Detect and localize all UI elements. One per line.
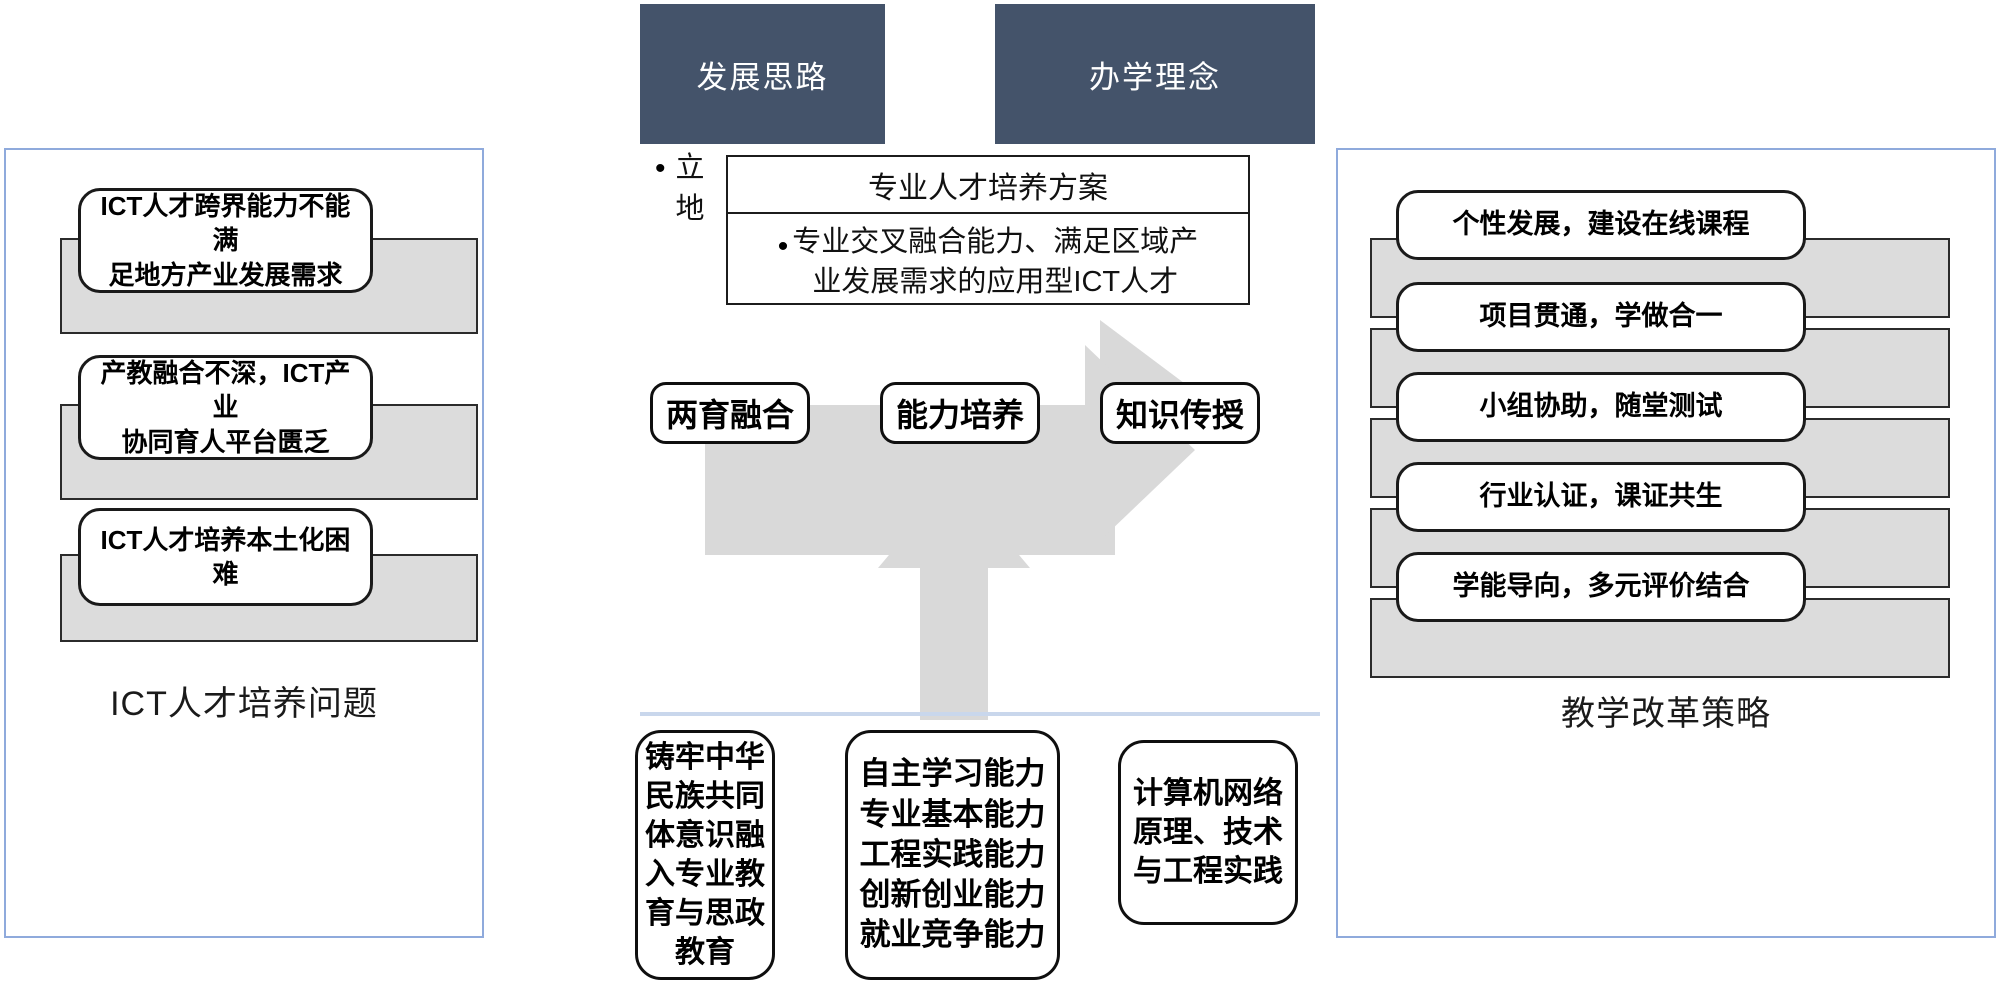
right-strategy-pill-4[interactable]: 行业认证，课证共生 (1396, 462, 1806, 532)
center-bottom-pill-1-line1: 铸牢中华 (645, 741, 765, 774)
right-strategy-pill-1-label: 个性发展，建设在线课程 (1452, 209, 1750, 240)
right-strategy-pill-3-label: 小组协助，随堂测试 (1479, 391, 1723, 422)
left-panel-caption: ICT人才培养问题 (110, 684, 378, 723)
center-behind-bullet: • (655, 152, 666, 185)
center-training-plan-body-line2: 业发展需求的应用型ICT人才 (812, 266, 1179, 299)
center-bottom-pill-1-line4: 入专业教 (645, 858, 765, 891)
right-strategy-pill-1[interactable]: 个性发展，建设在线课程 (1396, 190, 1806, 260)
center-flow-pill-3-label: 知识传授 (1115, 397, 1244, 433)
right-panel-caption: 教学改革策略 (1561, 694, 1771, 733)
center-flow-pill-2-label: 能力培养 (895, 397, 1024, 433)
center-training-plan-bullet: • (777, 230, 789, 263)
center-training-plan-body: • 专业交叉融合能力、满足区域产 业发展需求的应用型ICT人才 (728, 214, 1248, 302)
center-header-philosophy: 办学理念 (995, 4, 1315, 144)
center-divider (640, 712, 1320, 716)
left-problem-pill-1[interactable]: ICT人才跨界能力不能满 足地方产业发展需求 (78, 188, 373, 293)
center-flow-pill-3[interactable]: 知识传授 (1100, 382, 1260, 444)
center-bottom-pill-3-line2: 原理、技术 (1133, 816, 1283, 849)
center-training-plan-title: 专业人才培养方案 (728, 157, 1248, 214)
left-problem-1-line2: 足地方产业发展需求 (108, 259, 343, 290)
center-header-development-label: 发展思路 (696, 59, 829, 95)
up-arrow-head (878, 478, 1030, 568)
center-header-bridge (885, 4, 995, 144)
left-problem-2-line2: 协同育人平台匮乏 (121, 426, 330, 457)
center-bottom-pill-2[interactable]: 自主学习能力 专业基本能力 工程实践能力 创新创业能力 就业竞争能力 (845, 730, 1060, 980)
center-arrows (705, 320, 1220, 720)
right-strategy-pill-5[interactable]: 学能导向，多元评价结合 (1396, 552, 1806, 622)
center-bottom-pill-1[interactable]: 铸牢中华 民族共同 体意识融 入专业教 育与思政 教育 (635, 730, 775, 980)
center-bottom-pill-3-line1: 计算机网络 (1133, 777, 1283, 810)
center-bottom-pill-2-line5: 就业竞争能力 (859, 917, 1046, 953)
center-header-development: 发展思路 (640, 4, 885, 144)
center-flow-pill-1[interactable]: 两育融合 (650, 382, 810, 444)
center-bottom-pill-2-line3: 工程实践能力 (859, 836, 1046, 872)
center-flow-pill-2[interactable]: 能力培养 (880, 382, 1040, 444)
center-behind-line1: 立 (675, 152, 705, 184)
right-strategy-pill-3[interactable]: 小组协助，随堂测试 (1396, 372, 1806, 442)
right-strategy-pill-2[interactable]: 项目贯通，学做合一 (1396, 282, 1806, 352)
center-bottom-pill-1-line5: 育与思政 (645, 897, 765, 930)
right-strategy-pill-4-label: 行业认证，课证共生 (1479, 481, 1723, 512)
center-header-philosophy-label: 办学理念 (1089, 59, 1221, 95)
center-bottom-pill-3-line3: 与工程实践 (1133, 855, 1283, 888)
center-bottom-pill-1-line6: 教育 (675, 936, 735, 969)
right-strategy-pill-5-label: 学能导向，多元评价结合 (1452, 571, 1750, 602)
center-bottom-pill-2-line2: 专业基本能力 (859, 796, 1046, 832)
left-problem-3-line1: ICT人才培养本土化困难 (100, 524, 351, 589)
right-strategy-pill-2-label: 项目贯通，学做合一 (1479, 301, 1723, 332)
left-problem-pill-3[interactable]: ICT人才培养本土化困难 (78, 508, 373, 606)
left-problem-2-line1: 产教融合不深，ICT产业 (100, 358, 351, 423)
center-behind-text: • 立 地 (655, 148, 845, 243)
center-flow-pill-1-label: 两育融合 (665, 397, 794, 433)
right-arrow-head (1085, 345, 1195, 555)
center-bottom-pill-1-line3: 体意识融 (645, 819, 765, 852)
center-bottom-pill-2-line4: 创新创业能力 (859, 877, 1046, 913)
up-arrow-shaft (920, 550, 988, 720)
center-bottom-pill-1-line2: 民族共同 (645, 780, 765, 813)
left-problem-1-line1: ICT人才跨界能力不能满 (100, 191, 351, 256)
center-training-plan-body-line1: 专业交叉融合能力、满足区域产 (792, 226, 1199, 258)
center-bottom-pill-3[interactable]: 计算机网络 原理、技术 与工程实践 (1118, 740, 1298, 925)
center-training-plan-box: 专业人才培养方案 • 专业交叉融合能力、满足区域产 业发展需求的应用型ICT人才 (726, 155, 1250, 305)
center-bottom-pill-2-line1: 自主学习能力 (859, 756, 1046, 792)
left-problem-pill-2[interactable]: 产教融合不深，ICT产业 协同育人平台匮乏 (78, 355, 373, 460)
center-behind-line2: 地 (675, 193, 705, 226)
